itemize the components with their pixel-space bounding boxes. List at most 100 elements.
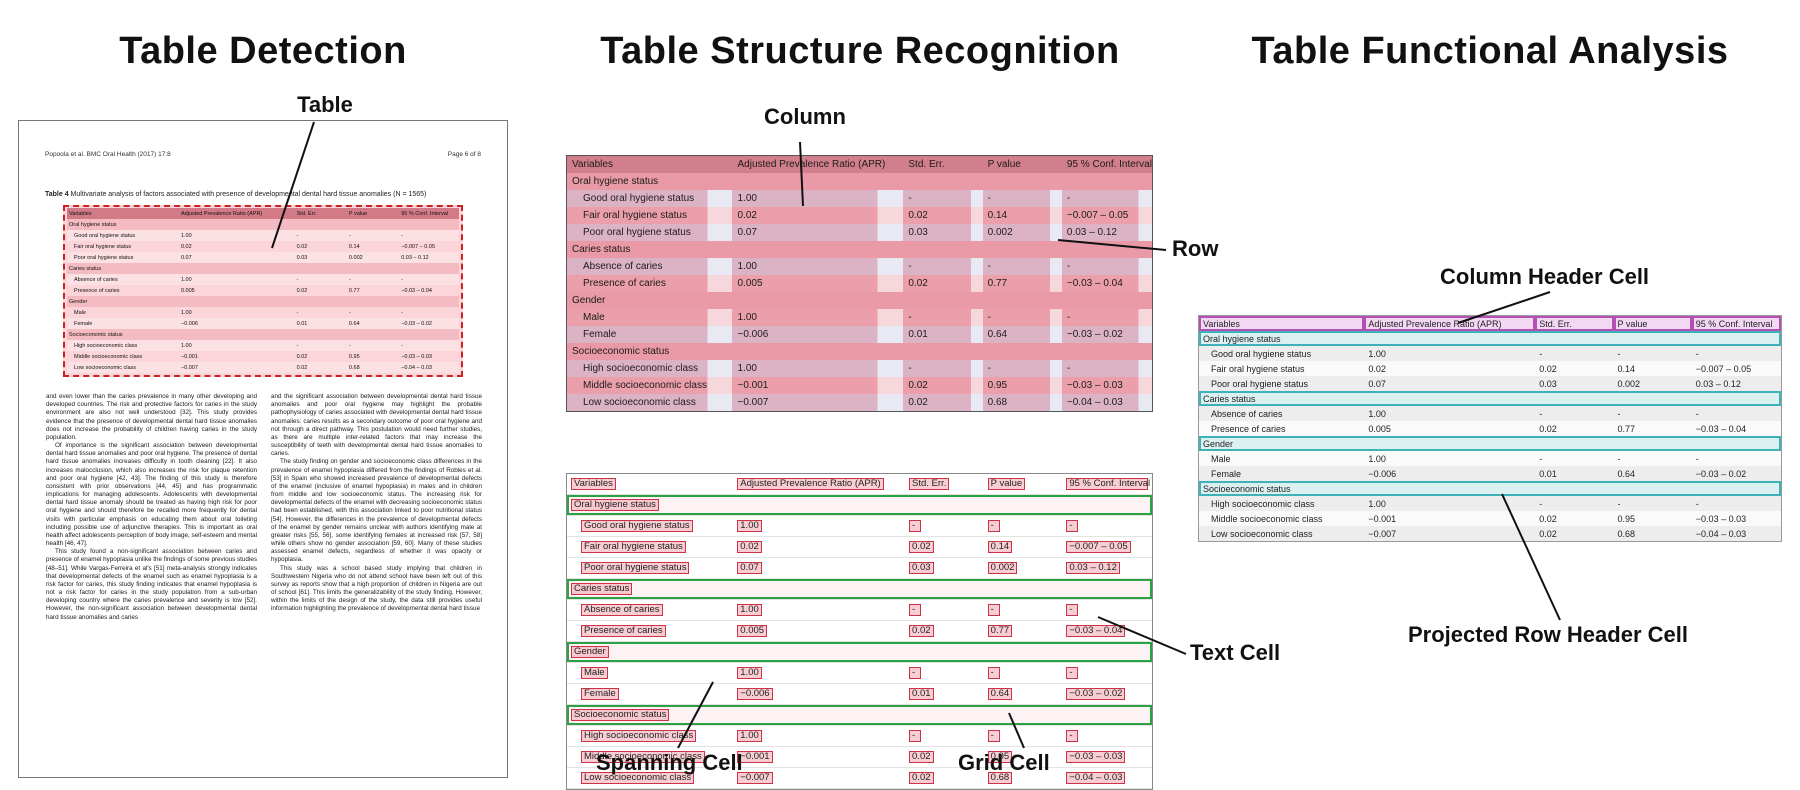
section-row: Gender: [567, 292, 1152, 309]
header-cell: P value: [346, 208, 400, 219]
section-header-cell: Gender: [567, 292, 1152, 309]
cell-box: 1.00: [737, 604, 762, 616]
value-cell: −0.006: [1364, 466, 1536, 481]
callout-row-label: Row: [1172, 236, 1219, 261]
value-cell: −0.04 – 0.03: [1062, 767, 1152, 789]
row-label-cell: Good oral hygiene status: [567, 515, 734, 537]
cell-box: -: [1066, 604, 1079, 616]
value-cell: -: [1062, 599, 1152, 621]
value-cell: -: [401, 309, 404, 316]
value-cell: 0.02: [905, 536, 984, 558]
row-label-cell: Middle socioeconomic class: [567, 746, 734, 768]
value-cell: 0.14: [348, 243, 360, 250]
header-cell: Variables: [67, 208, 179, 219]
value-cell: -: [1613, 451, 1692, 466]
row-label-cell: Absence of caries: [567, 599, 734, 621]
value-cell: -: [399, 340, 459, 351]
value-cell: 0.01: [903, 326, 983, 343]
value-cell: 0.02: [1364, 361, 1536, 376]
value-cell: 1.00: [733, 599, 906, 621]
value-cell: -: [1535, 406, 1614, 421]
value-cell: −0.03 – 0.04: [401, 287, 432, 294]
cell-box: Std. Err.: [909, 478, 950, 490]
cell-box: -: [909, 667, 922, 679]
value-cell: -: [982, 190, 1062, 207]
value-cell: 0.01: [1535, 466, 1614, 481]
cell-box: Good oral hygiene status: [581, 520, 693, 532]
row-label-cell: Good oral hygiene status: [1199, 346, 1365, 361]
header-cell: 95 % Conf. Interval: [1061, 156, 1152, 173]
header-cell: 95 % Conf. Interval: [1062, 474, 1152, 495]
value-cell: 0.68: [982, 394, 1062, 411]
callout-text-cell-label: Text Cell: [1190, 640, 1281, 665]
value-cell: -: [905, 725, 984, 747]
row-label-cell: Poor oral hygiene status: [567, 224, 733, 241]
value-cell: −0.03 – 0.04: [1691, 421, 1781, 436]
cell-box: 0.002: [987, 562, 1018, 574]
page-text-column-1: and even lower than the caries prevalenc…: [46, 393, 257, 622]
value-cell: 0.07: [178, 252, 295, 263]
section-row: Oral hygiene status: [67, 219, 459, 230]
value-cell: -: [1535, 346, 1614, 361]
value-cell: 0.77: [982, 275, 1062, 292]
value-cell: 0.01: [294, 318, 347, 329]
value-cell: −0.03 – 0.03: [1062, 746, 1152, 768]
value-cell: 0.02: [732, 207, 904, 224]
header-cell: Variables: [567, 156, 733, 173]
page-body: and even lower than the caries prevalenc…: [46, 393, 482, 622]
section-header-cell: Socioeconomic status: [67, 329, 459, 340]
value-cell: -: [348, 309, 351, 316]
header-cell: P value: [982, 156, 1062, 173]
row-label-cell: Fair oral hygiene status: [74, 243, 132, 250]
body-paragraph: and even lower than the caries prevalenc…: [46, 393, 257, 441]
row-label-cell: Poor oral hygiene status: [1199, 376, 1365, 391]
cell-box: Absence of caries: [581, 604, 663, 616]
value-cell: -: [1061, 309, 1152, 326]
value-cell: 0.03: [1535, 376, 1614, 391]
row-label-cell: Female: [567, 326, 733, 343]
row-label-cell: Male: [567, 662, 734, 684]
value-cell: 0.03: [905, 557, 984, 579]
cell-box: 0.02: [909, 751, 934, 763]
callout-projected-row-header-cell-label: Projected Row Header Cell: [1408, 622, 1688, 647]
callout-column-label: Column: [764, 104, 846, 129]
row-label-cell: High socioeconomic class: [567, 725, 734, 747]
value-cell: 0.03: [294, 252, 347, 263]
value-cell: 0.64: [346, 318, 400, 329]
value-cell: −0.007: [178, 362, 295, 373]
cell-box: Male: [581, 667, 608, 679]
row-label-cell: High socioeconomic class: [1199, 496, 1365, 511]
value-cell: 0.02: [296, 287, 308, 294]
value-cell: -: [983, 725, 1063, 747]
row-label-cell: Low socioeconomic class: [67, 362, 179, 373]
value-cell: 1.00: [178, 274, 295, 285]
value-cell: 0.02: [294, 362, 347, 373]
cell-box: 95 % Conf. Interval: [1066, 478, 1150, 490]
cell-box: Low socioeconomic class: [581, 772, 695, 784]
cell-box: 0.005: [737, 625, 768, 637]
section-header-cell: Gender: [67, 296, 459, 307]
section-row: Gender: [567, 641, 1152, 663]
section-row: Socioeconomic status: [67, 329, 459, 340]
value-cell: -: [983, 662, 1063, 684]
cell-box: -: [1066, 730, 1079, 742]
row-label-cell: Absence of caries: [567, 258, 733, 275]
cell-box: 0.02: [909, 541, 934, 553]
value-cell: 1.00: [732, 309, 904, 326]
cell-box: Variables: [571, 478, 616, 490]
value-cell: 0.07: [733, 557, 906, 579]
value-cell: 0.95: [983, 746, 1063, 768]
cell-box: 0.03 – 0.12: [1066, 562, 1120, 574]
value-cell: 0.002: [1613, 376, 1692, 391]
page-header-citation: Popoola et al. BMC Oral Health (2017) 17…: [45, 151, 171, 158]
section-row: Caries status: [1199, 391, 1781, 406]
